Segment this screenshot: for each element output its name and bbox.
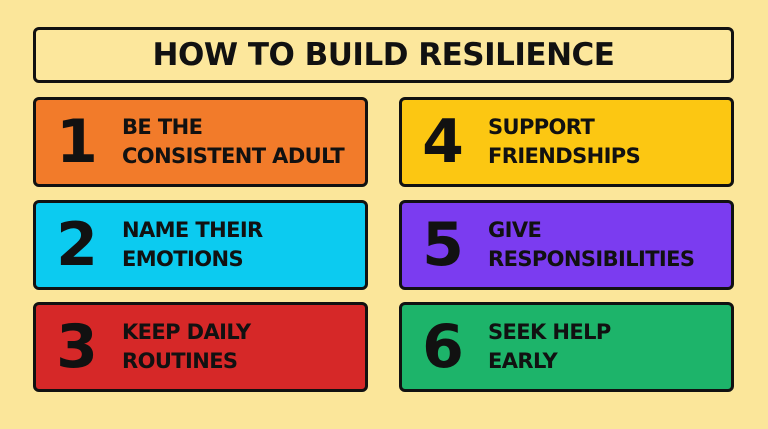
tip-label-line2: FRIENDSHIPS (488, 144, 641, 168)
tip-card-1: 1 BE THE CONSISTENT ADULT (33, 97, 368, 187)
tip-label-line2: EMOTIONS (122, 247, 244, 271)
tip-number: 3 (56, 312, 98, 382)
tip-label-line1: SUPPORT (488, 115, 595, 139)
tip-card-6: 6 SEEK HELP EARLY (399, 302, 734, 392)
tip-label-line1: BE THE (122, 115, 203, 139)
tip-label-line2: CONSISTENT ADULT (122, 144, 345, 168)
tip-label-line1: GIVE (488, 218, 542, 242)
tip-number: 2 (56, 210, 98, 280)
tip-label-line1: KEEP DAILY (122, 320, 251, 344)
tip-label: KEEP DAILY ROUTINES (122, 318, 251, 376)
tip-label-line2: RESPONSIBILITIES (488, 247, 695, 271)
tip-number: 6 (422, 312, 464, 382)
tip-card-2: 2 NAME THEIR EMOTIONS (33, 200, 368, 290)
tip-card-4: 4 SUPPORT FRIENDSHIPS (399, 97, 734, 187)
tip-label: SEEK HELP EARLY (488, 318, 611, 376)
tip-number: 1 (56, 107, 98, 177)
tip-card-5: 5 GIVE RESPONSIBILITIES (399, 200, 734, 290)
tip-label-line1: NAME THEIR (122, 218, 263, 242)
tip-label-line2: EARLY (488, 349, 558, 373)
tip-label: NAME THEIR EMOTIONS (122, 216, 263, 274)
tip-label: SUPPORT FRIENDSHIPS (488, 113, 641, 171)
tip-label-line2: ROUTINES (122, 349, 238, 373)
tip-number: 5 (422, 210, 464, 280)
tip-label: BE THE CONSISTENT ADULT (122, 113, 345, 171)
tip-card-3: 3 KEEP DAILY ROUTINES (33, 302, 368, 392)
page-title: HOW TO BUILD RESILIENCE (152, 37, 615, 73)
tip-label: GIVE RESPONSIBILITIES (488, 216, 695, 274)
tip-number: 4 (422, 107, 464, 177)
tip-label-line1: SEEK HELP (488, 320, 611, 344)
title-banner: HOW TO BUILD RESILIENCE (33, 27, 734, 83)
